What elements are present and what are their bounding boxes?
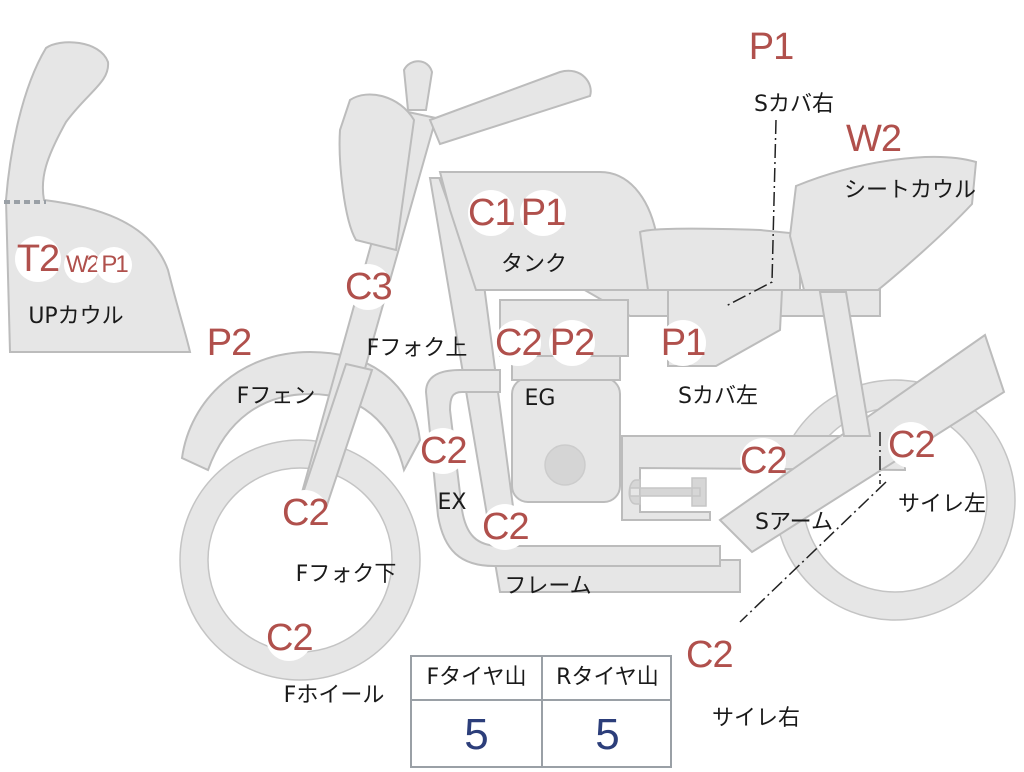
rear-tread-header: Rタイヤ山	[543, 657, 672, 701]
grade-badge-left-cover-0: P1	[660, 320, 706, 366]
grade-badge-front-wheel-0: C2	[266, 615, 314, 661]
part-label-engine: EG	[524, 386, 556, 411]
grade-badge-fork-upper-0: C3	[345, 264, 393, 310]
grade-badge-frame-0: C2	[482, 504, 530, 550]
part-label-right-muffler: サイレ右	[711, 706, 801, 731]
part-label-front-wheel: Fホイール	[283, 683, 385, 708]
part-label-seat-cowl: シートカウル	[843, 178, 977, 203]
grade-badge-engine-0: C2	[495, 320, 543, 366]
part-label-left-muffler: サイレ左	[897, 492, 987, 517]
right-muffler-leader-line	[739, 481, 887, 623]
front-tread-header: Fタイヤ山	[412, 657, 541, 701]
rear-shock-shape	[818, 291, 872, 437]
part-label-tank: タンク	[500, 252, 568, 277]
front-tread-column: Fタイヤ山 5	[412, 657, 541, 768]
grade-badge-exhaust-0: C2	[420, 428, 468, 474]
handlebar-shape	[428, 69, 592, 146]
headlight-shape	[338, 93, 416, 252]
part-label-exhaust: EX	[437, 490, 467, 515]
part-label-upper-cowl: UPカウル	[28, 304, 124, 329]
front-tread-value: 5	[464, 710, 489, 759]
part-label-left-cover: Sカバ左	[678, 384, 758, 409]
exhaust-shape	[424, 369, 721, 567]
grade-badge-tank-0: C1	[468, 190, 516, 236]
part-label-front-fender: Fフェン	[236, 384, 316, 409]
grade-badge-seat-cowl-0: W2	[846, 116, 902, 162]
tire-tread-table: Fタイヤ山 5 Rタイヤ山 5	[410, 655, 672, 768]
grade-badge-upper-cowl-0: T2	[15, 236, 61, 282]
grade-badge-upper-cowl-1: W2	[64, 247, 100, 283]
grade-badge-engine-1: P2	[549, 320, 595, 366]
grade-badge-upper-cowl-2: P1	[96, 247, 132, 283]
rear-tread-value: 5	[595, 710, 620, 759]
part-label-swing-arm: Sアーム	[755, 510, 833, 535]
part-label-fork-upper: Fフォク上	[366, 336, 468, 361]
seat-cowl-shape	[788, 155, 978, 291]
right-cover-leader-line	[725, 119, 777, 307]
grade-badge-right-cover-0: P1	[748, 24, 794, 70]
grade-badge-front-fender-0: P2	[206, 320, 252, 366]
grade-badge-right-muffler-0: C2	[686, 632, 734, 678]
tread-divider	[541, 657, 543, 768]
mirror-shape	[402, 60, 434, 111]
part-label-frame: フレーム	[504, 574, 592, 599]
grade-badge-tank-1: P1	[520, 190, 566, 236]
swing-arm-bolt-shape	[628, 477, 707, 507]
part-label-fork-lower: Fフォク下	[295, 562, 397, 587]
grade-badge-swing-arm-0: C2	[740, 438, 788, 484]
rear-tread-column: Rタイヤ山 5	[543, 657, 672, 768]
part-label-right-cover: Sカバ右	[754, 92, 834, 117]
seat-shape	[638, 227, 801, 291]
engine-cover-shape	[544, 444, 586, 486]
grade-badge-left-muffler-0: C2	[888, 422, 936, 468]
grade-badge-fork-lower-0: C2	[282, 490, 330, 536]
muffler-shape	[718, 333, 1006, 554]
